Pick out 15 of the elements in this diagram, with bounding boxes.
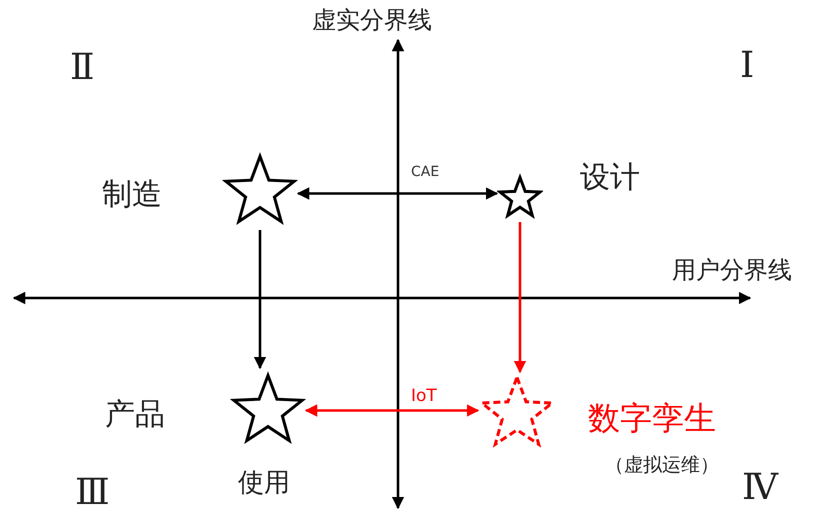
node-caption: 数字孪生 bbox=[588, 402, 716, 434]
axis-label: 用户分界线 bbox=[672, 258, 792, 282]
arrow bbox=[296, 187, 498, 200]
quadrant-numeral: Ⅳ bbox=[742, 470, 778, 506]
node-caption: 制造 bbox=[102, 180, 162, 210]
quadrant-numeral: Ⅰ bbox=[740, 48, 754, 84]
node-caption: 产品 bbox=[105, 400, 165, 430]
node-caption: （虚拟运维） bbox=[605, 456, 719, 475]
node-caption: 设计 bbox=[580, 163, 640, 193]
arrow bbox=[304, 404, 480, 417]
edge-label: CAE bbox=[410, 165, 440, 179]
quadrant-numeral: Ⅲ bbox=[75, 475, 110, 511]
node-caption: 使用 bbox=[238, 470, 290, 496]
quadrant-numeral: Ⅱ bbox=[70, 50, 94, 86]
axis-label: 虚实分界线 bbox=[312, 8, 432, 32]
